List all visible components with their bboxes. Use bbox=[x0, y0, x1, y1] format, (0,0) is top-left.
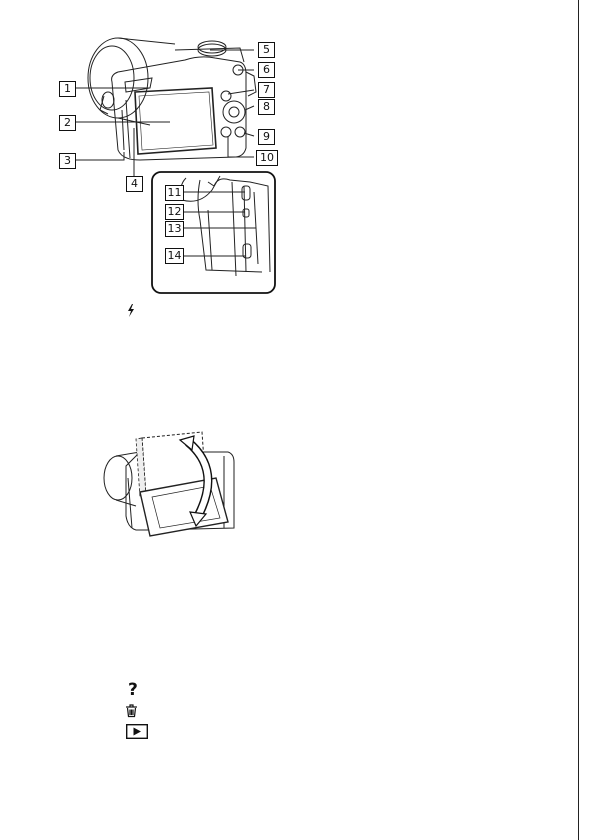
page-edge-line bbox=[578, 0, 579, 840]
trash-icon bbox=[126, 704, 137, 717]
tilting-lcd-diagram bbox=[0, 0, 300, 560]
playback-icon bbox=[126, 724, 148, 739]
help-icon: ? bbox=[128, 681, 138, 699]
